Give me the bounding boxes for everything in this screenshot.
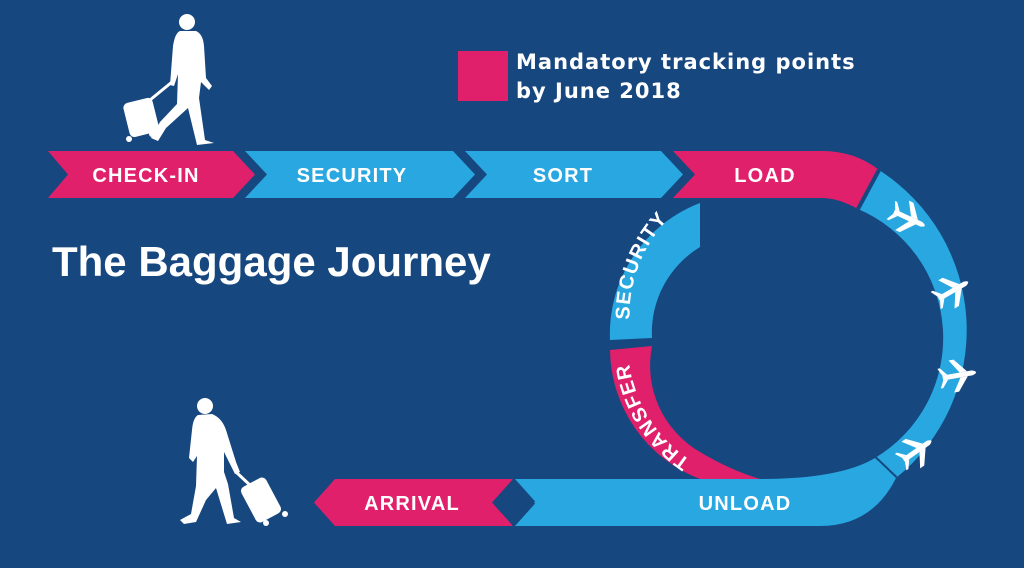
departing-traveler-icon	[123, 14, 214, 145]
flight-arc	[858, 170, 967, 478]
stage-unload-label: UNLOAD	[699, 493, 792, 515]
arriving-traveler-icon	[180, 398, 288, 526]
stage-sort-label: SORT	[533, 165, 593, 187]
svg-text:TRANSFER: TRANSFER	[612, 362, 693, 474]
stage-transfer	[610, 346, 760, 479]
legend-line-1: Mandatory tracking points	[516, 50, 856, 74]
legend-line-2: by June 2018	[516, 79, 682, 103]
stage-unload	[513, 458, 896, 526]
stage-transfer-label: TRANSFER	[612, 362, 692, 474]
stage-arrival	[314, 479, 513, 526]
stage-checkin-label: CHECK-IN	[92, 165, 199, 187]
stage-security	[245, 151, 475, 198]
stage-checkin	[48, 151, 255, 198]
stage-load-label: LOAD	[734, 165, 795, 187]
page-title: The Baggage Journey	[52, 238, 491, 285]
stage-sort	[465, 151, 683, 198]
stage-security-label: SECURITY	[297, 165, 408, 187]
stage-arrival-label: ARRIVAL	[364, 493, 460, 515]
stage-load	[673, 151, 879, 209]
stage-transfer-security	[609, 203, 700, 340]
legend-swatch	[458, 51, 508, 101]
